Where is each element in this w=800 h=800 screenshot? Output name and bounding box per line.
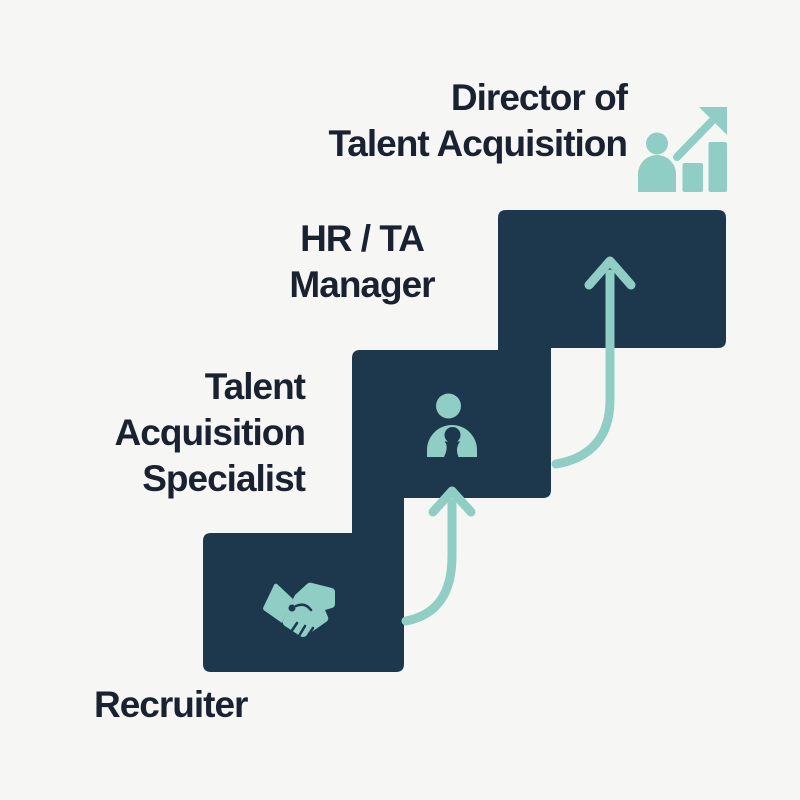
progress-arrow-upper [551,256,636,469]
label-line: Acquisition [114,412,306,453]
label-line: Manager [289,264,435,305]
label-line: Director of [450,77,628,118]
label-line: Recruiter [94,684,248,725]
person-icon [427,393,477,457]
level-label-ta-specialist: Talent Acquisition Specialist [114,364,306,502]
person-growth-icon [638,107,727,192]
level-label-recruiter: Recruiter [94,682,248,728]
handshake-icon [263,582,335,639]
level-label-director: Director of Talent Acquisition [328,75,628,167]
progress-arrow-lower [401,486,476,626]
level-label-hr-ta-manager: HR / TA Manager [212,216,512,308]
label-line: HR / TA [300,218,425,259]
label-line: Talent Acquisition [328,123,628,164]
label-line: Talent [204,366,306,407]
label-line: Specialist [142,458,306,499]
